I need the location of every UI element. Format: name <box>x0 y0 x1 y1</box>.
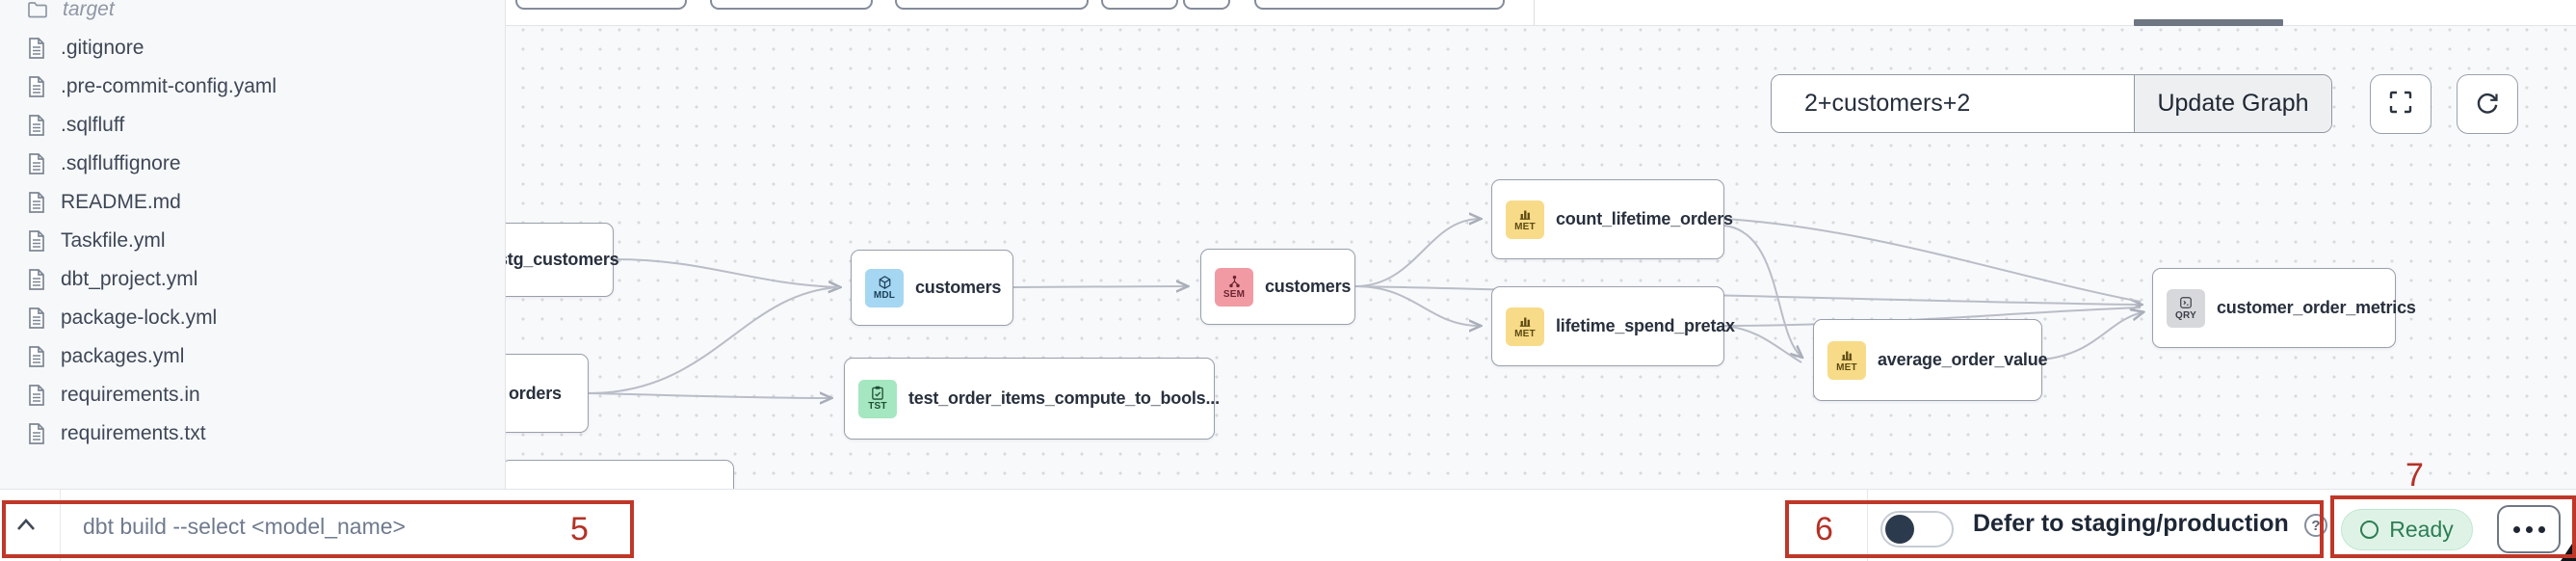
file-icon <box>27 75 46 98</box>
file-name: .pre-commit-config.yaml <box>61 75 277 97</box>
fullscreen-button[interactable] <box>2370 74 2431 134</box>
statusbar-divider <box>1867 490 1868 561</box>
refresh-icon <box>2474 89 2501 120</box>
node-label: customers <box>915 278 1002 297</box>
file-icon <box>27 422 46 445</box>
file-icon <box>27 229 46 253</box>
file-tree-item[interactable]: package-lock.yml <box>0 299 505 337</box>
node-label: count_lifetime_orders <box>1556 209 1733 228</box>
metric-type-icon: MET <box>1506 200 1544 239</box>
clipped-toolbar-button[interactable] <box>1254 0 1505 10</box>
status-ready-badge[interactable]: Ready <box>2341 509 2473 550</box>
file-name: requirements.in <box>61 384 200 406</box>
file-name: .gitignore <box>61 37 145 59</box>
clipped-toolbar-button[interactable] <box>515 0 687 10</box>
file-tree-item[interactable]: .sqlfluff <box>0 106 505 145</box>
file-name: requirements.txt <box>61 422 206 444</box>
toolbar-divider <box>1534 0 1535 25</box>
lineage-node-customer-order-metrics[interactable]: QRY customer_order_metrics <box>2152 268 2416 348</box>
file-tree-folder-target[interactable]: target <box>0 0 505 29</box>
lineage-node-clipped[interactable] <box>506 460 734 489</box>
file-name: dbt_project.yml <box>61 268 198 290</box>
statusbar-divider <box>60 490 61 561</box>
defer-toggle[interactable] <box>1880 511 1954 548</box>
file-tree-sidebar: target .gitignore .pre-commit-config.yam… <box>0 0 506 489</box>
clipped-toolbar-button[interactable] <box>895 0 1089 10</box>
lineage-canvas[interactable]: stg_customers orders MDL customers TST t… <box>506 26 2576 489</box>
file-tree-item[interactable]: dbt_project.yml <box>0 260 505 299</box>
file-icon <box>27 114 46 137</box>
graph-selector-group: Update Graph <box>1771 74 2332 133</box>
file-icon <box>27 384 46 407</box>
file-name: README.md <box>61 191 181 213</box>
graph-selector-input[interactable] <box>1772 75 2134 132</box>
file-name: .sqlfluffignore <box>61 152 181 174</box>
lineage-node-test-order-items[interactable]: TST test_order_items_compute_to_bools... <box>844 358 1220 440</box>
fullscreen-icon <box>2388 90 2413 120</box>
ellipsis-icon <box>2537 525 2545 533</box>
file-tree-item[interactable]: .sqlfluffignore <box>0 145 505 183</box>
file-icon <box>27 152 46 175</box>
help-icon[interactable]: ? <box>2304 514 2327 537</box>
file-tree-item[interactable]: Taskfile.yml <box>0 222 505 260</box>
saved-query-type-icon: QRY <box>2167 288 2205 328</box>
lineage-node-customers-model[interactable]: MDL customers <box>851 250 1013 326</box>
node-label: customer_order_metrics <box>2217 298 2416 317</box>
node-label: test_order_items_compute_to_bools... <box>908 388 1220 408</box>
refresh-button[interactable] <box>2457 74 2518 134</box>
metric-type-icon: MET <box>1506 307 1544 346</box>
file-name: target <box>63 0 115 20</box>
lineage-node-lifetime-spend-pretax[interactable]: MET lifetime_spend_pretax <box>1491 286 1735 366</box>
file-tree-item[interactable]: packages.yml <box>0 337 505 376</box>
metric-type-icon: MET <box>1827 340 1866 380</box>
model-type-icon: MDL <box>865 268 904 307</box>
ellipsis-icon <box>2525 525 2533 533</box>
file-tree-item[interactable]: README.md <box>0 183 505 222</box>
ellipsis-icon <box>2512 525 2520 533</box>
defer-label: Defer to staging/production <box>1973 510 2289 537</box>
file-name: package-lock.yml <box>61 307 218 329</box>
file-icon <box>27 191 46 214</box>
test-type-icon: TST <box>858 379 897 418</box>
expand-panel-button[interactable] <box>12 513 40 540</box>
status-ring-icon <box>2360 521 2379 539</box>
status-ready-label: Ready <box>2389 517 2454 542</box>
file-tree-item[interactable]: .pre-commit-config.yaml <box>0 67 505 106</box>
more-options-button[interactable] <box>2497 505 2561 553</box>
clipped-toolbar-button[interactable] <box>1183 0 1230 10</box>
file-tree-item[interactable]: .gitignore <box>0 29 505 67</box>
mouse-cursor <box>2561 538 2576 561</box>
active-tab-indicator <box>2134 19 2283 26</box>
status-bar: Defer to staging/production ? Ready <box>0 489 2576 561</box>
folder-icon <box>27 0 48 19</box>
file-name: Taskfile.yml <box>61 229 166 252</box>
clipped-toolbar-button[interactable] <box>1101 0 1178 10</box>
file-name: packages.yml <box>61 345 185 367</box>
lineage-edges <box>588 26 2576 489</box>
top-toolbar-strip <box>506 0 2576 26</box>
file-name: .sqlfluff <box>61 114 125 136</box>
update-graph-button[interactable]: Update Graph <box>2134 75 2331 132</box>
clipped-toolbar-button[interactable] <box>710 0 873 10</box>
lineage-node-average-order-value[interactable]: MET average_order_value <box>1813 319 2048 401</box>
node-label: orders <box>509 383 562 403</box>
file-icon <box>27 268 46 291</box>
file-icon <box>27 345 46 368</box>
toggle-knob <box>1885 515 1914 544</box>
semantic-model-type-icon: SEM <box>1215 267 1253 307</box>
lineage-node-count-lifetime-orders[interactable]: MET count_lifetime_orders <box>1491 179 1733 259</box>
node-label: customers <box>1265 277 1352 296</box>
lineage-node-customers-semantic[interactable]: SEM customers <box>1200 249 1355 325</box>
node-label: lifetime_spend_pretax <box>1556 316 1735 335</box>
lineage-node-stg-customers[interactable]: stg_customers <box>506 223 619 297</box>
node-label: average_order_value <box>1878 350 2048 369</box>
file-icon <box>27 307 46 330</box>
dbt-command-input[interactable] <box>83 507 603 546</box>
file-icon <box>27 37 46 60</box>
node-label: stg_customers <box>506 250 619 269</box>
lineage-node-orders[interactable]: orders <box>506 354 589 433</box>
file-tree-item[interactable]: requirements.in <box>0 376 505 414</box>
chevron-up-icon <box>14 517 38 537</box>
file-tree-item[interactable]: requirements.txt <box>0 414 505 453</box>
